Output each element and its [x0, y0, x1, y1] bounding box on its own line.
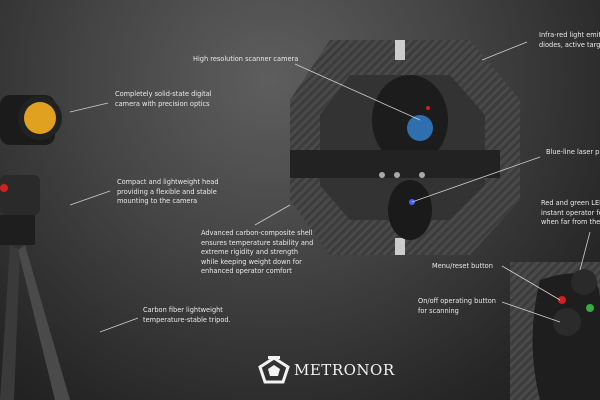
logo-text: METRONOR [294, 361, 395, 379]
label-line: camera with precision optics [115, 99, 210, 108]
handle-inset [510, 262, 600, 400]
label-line: temperature-stable tripod. [143, 315, 231, 324]
logo-mark-icon [258, 356, 290, 384]
label-digital-camera: Completely solid-state digital camera wi… [115, 90, 212, 109]
red-led-icon [558, 296, 566, 304]
label-menu-button: Menu/reset button [432, 262, 493, 270]
label-line: diodes, active target [539, 40, 600, 49]
label-line: while keeping weight down for [201, 257, 302, 266]
leader-lines [69, 41, 591, 333]
green-led-icon [586, 304, 594, 312]
label-onoff-button: On/off operating button for scanning [418, 297, 496, 316]
scanner [290, 40, 520, 255]
label-line: Advanced carbon-composite shell [201, 229, 313, 237]
label-leds: Red and green LEDs instant operator fee … [541, 199, 600, 228]
label-line: Infra-red light emitti [539, 31, 600, 39]
label-scanner-camera: High resolution scanner camera [193, 55, 299, 63]
label-line: ensures temperature stability and [201, 238, 314, 247]
label-line: extreme rigidity and strength [201, 248, 299, 256]
label-line: Compact and lightweight head [117, 178, 219, 186]
label-line: instant operator fee [541, 208, 600, 217]
label-line: mounting to the camera [117, 197, 198, 205]
blue-lens-icon [407, 115, 433, 141]
label-head: Compact and lightweight head providing a… [117, 178, 219, 207]
metronor-logo: METRONOR [258, 356, 395, 384]
label-line: providing a flexible and stable [117, 187, 217, 196]
label-line: Red and green LEDs [541, 199, 600, 207]
label-shell: Advanced carbon-composite shell ensures … [201, 229, 313, 277]
tracking-camera [0, 95, 70, 400]
label-line: enhanced operator comfort [201, 267, 292, 275]
label-line: for scanning [418, 306, 459, 315]
label-line: On/off operating button [418, 297, 496, 305]
label-line: Completely solid-state digital [115, 90, 212, 98]
label-tripod: Carbon fiber lightweight temperature-sta… [143, 306, 231, 325]
label-line: Carbon fiber lightweight [143, 306, 223, 314]
label-line: when far from the c [541, 218, 600, 226]
tripod-head [0, 175, 40, 215]
label-laser: Blue-line laser pro [546, 148, 600, 156]
amber-lens-icon [24, 102, 56, 134]
label-infrared: Infra-red light emitti diodes, active ta… [539, 31, 600, 50]
